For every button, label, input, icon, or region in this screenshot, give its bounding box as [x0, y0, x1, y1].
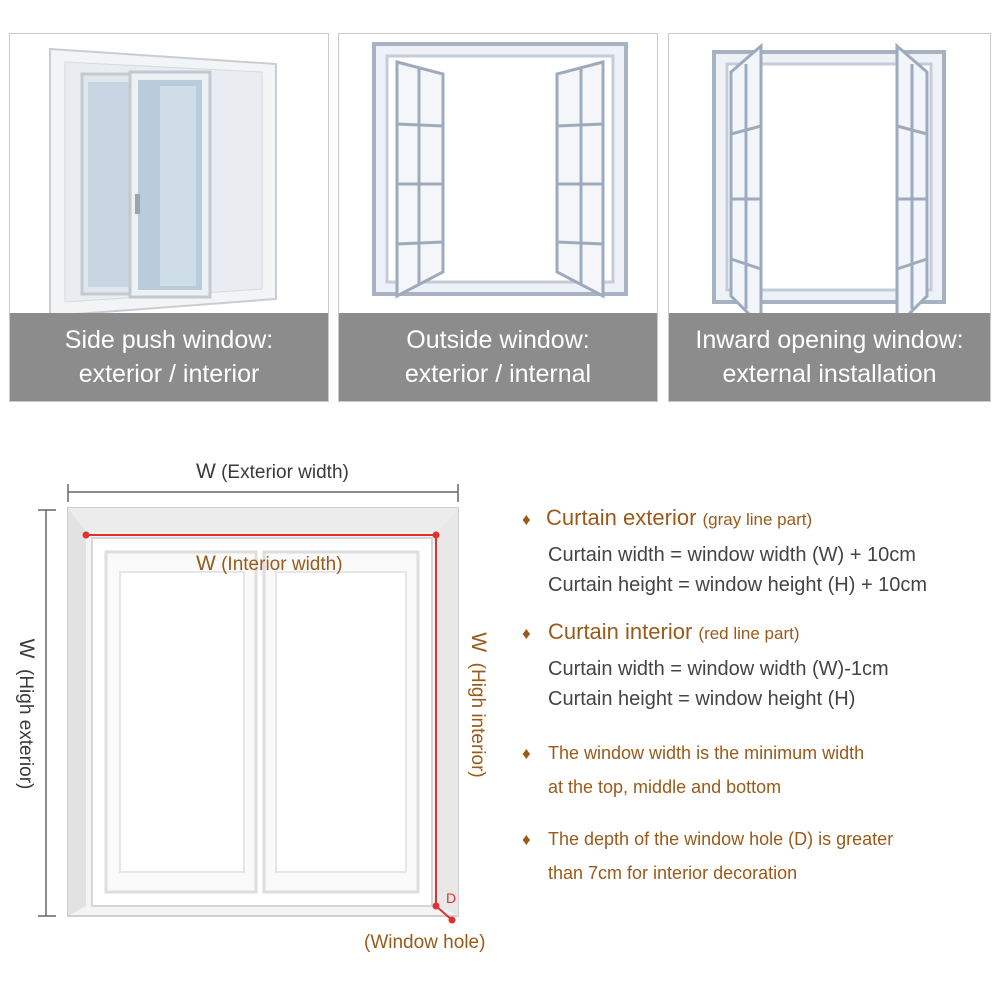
high-interior-label: W (High interior): [466, 632, 490, 777]
interior-width-text: (Interior width): [221, 554, 343, 575]
window-hole-label: (Window hole): [364, 932, 486, 953]
curtain-exterior-note: (gray line part): [702, 510, 813, 529]
panel-caption: Side push window: exterior / interior: [10, 313, 328, 401]
interior-height-formula: Curtain height = window height (H): [548, 688, 856, 710]
high-exterior-text: (High exterior): [15, 669, 36, 790]
exterior-height-formula: Curtain height = window height (H) + 10c…: [548, 574, 928, 596]
caption-line1: Side push window:: [64, 326, 274, 354]
exterior-width-text: (Exterior width): [221, 462, 349, 483]
bullet-diamond-icon: ♦: [522, 510, 531, 529]
w-letter: W: [15, 638, 38, 659]
exterior-width-label: W (Exterior width): [196, 460, 349, 484]
curtain-exterior-heading: Curtain exterior (gray line part): [546, 505, 812, 531]
inward-opening-window-image: [712, 42, 946, 314]
caption-line2: exterior / interior: [78, 360, 260, 388]
caption-line1: Inward opening window:: [695, 326, 964, 354]
caption-line2: exterior / internal: [404, 360, 592, 388]
panel-caption: Inward opening window: external installa…: [669, 313, 990, 401]
outside-window-image: [372, 42, 628, 299]
bullet-diamond-icon: ♦: [522, 830, 531, 849]
w-letter: W: [467, 632, 490, 653]
high-interior-text: (High interior): [467, 662, 488, 778]
measurement-diagram: W (Exterior width) W (Interior width) W …: [0, 440, 510, 1000]
panel-side-push-window: Side push window: exterior / interior: [9, 33, 329, 402]
depth-label: D: [446, 890, 457, 906]
caption-line2: external installation: [722, 360, 937, 388]
window-width-note-line1: The window width is the minimum width: [548, 743, 865, 763]
w-letter: W: [196, 460, 216, 483]
curtain-exterior-title: Curtain exterior: [546, 505, 697, 530]
curtain-interior-heading: Curtain interior (red line part): [548, 619, 800, 645]
window-depth-note-line2: than 7cm for interior decoration: [548, 863, 798, 883]
interior-width-label: W (Interior width): [196, 552, 343, 576]
panel-outside-window: Outside window: exterior / internal: [338, 33, 658, 402]
curtain-interior-note: (red line part): [698, 624, 800, 643]
w-letter: W: [196, 552, 216, 575]
bullet-diamond-icon: ♦: [522, 744, 531, 763]
side-push-window-image: [49, 47, 277, 314]
panel-caption: Outside window: exterior / internal: [339, 313, 657, 401]
high-exterior-label: W (High exterior): [14, 639, 38, 790]
bullet-diamond-icon: ♦: [522, 624, 531, 643]
panel-inward-opening-window: Inward opening window: external installa…: [668, 33, 991, 402]
window-depth-note-line1: The depth of the window hole (D) is grea…: [548, 829, 894, 849]
exterior-width-formula: Curtain width = window width (W) + 10cm: [548, 544, 916, 566]
curtain-interior-title: Curtain interior: [548, 619, 693, 644]
window-width-note-line2: at the top, middle and bottom: [548, 777, 782, 797]
caption-line1: Outside window:: [406, 326, 590, 354]
interior-width-formula: Curtain width = window width (W)-1cm: [548, 658, 889, 680]
window-measurement-drawing: [38, 484, 459, 924]
